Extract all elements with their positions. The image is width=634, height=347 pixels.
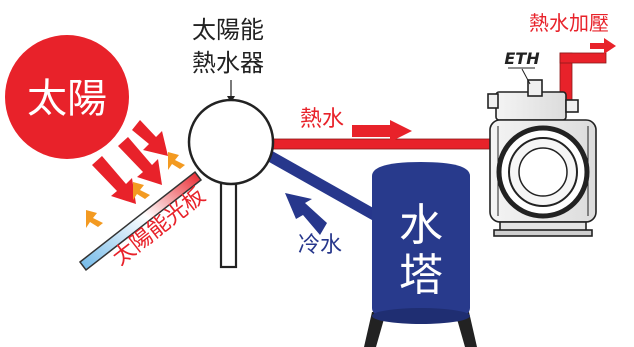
cold-water-pipe: 冷水 [262, 148, 384, 258]
glint-icon [133, 182, 150, 200]
sun: 太陽 [5, 35, 129, 159]
heater-tank [187, 98, 275, 186]
pump-tag-leader [521, 68, 531, 85]
cold-flow-arrow-icon [285, 193, 327, 235]
tower-leg-left [364, 312, 386, 347]
hot-water-pipe: 熱水 [267, 107, 503, 150]
hot-water-label: 熱水 [300, 107, 344, 132]
pressure-switch [527, 79, 543, 97]
outlet-arrow-icon [590, 38, 616, 54]
sun-label: 太陽 [27, 76, 107, 122]
glint-icon [86, 210, 103, 228]
hot-flow-arrow-icon [352, 120, 412, 142]
ray-arrow [92, 156, 136, 204]
panel-bar [78, 170, 203, 272]
tower-label-line2: 塔 [399, 250, 443, 301]
heater-label-line1: 太陽能 [192, 16, 264, 44]
tower-base [372, 308, 470, 324]
tower-leg-right [455, 312, 477, 347]
pressurized-label: 熱水加壓 [529, 11, 609, 35]
tower-label-line1: 水 [399, 200, 443, 251]
ray-arrow [132, 120, 168, 156]
sun-disc [5, 35, 129, 159]
heater-label-line2: 熱水器 [192, 49, 264, 77]
glint-icon [168, 152, 185, 170]
water-tower: 水 塔 [364, 162, 477, 347]
cold-pipe-diagonal [262, 148, 384, 224]
hot-pipe-horizontal [267, 138, 503, 150]
pump-outlet-fitting [565, 99, 579, 113]
outlet-pipe-horizontal [559, 52, 607, 64]
booster-pump [487, 79, 597, 237]
heater-label-group: 太陽能 熱水器 [192, 16, 264, 103]
pump-foot [493, 229, 593, 237]
motor-center [518, 147, 568, 197]
sun-rays [92, 120, 168, 204]
pump-inlet-fitting [487, 93, 499, 109]
pump-tag-eth: ETH [504, 49, 540, 68]
tower-body [372, 162, 470, 322]
heat-glints [86, 152, 185, 228]
cold-water-label: 冷水 [298, 233, 342, 258]
ray-arrow [118, 137, 162, 185]
